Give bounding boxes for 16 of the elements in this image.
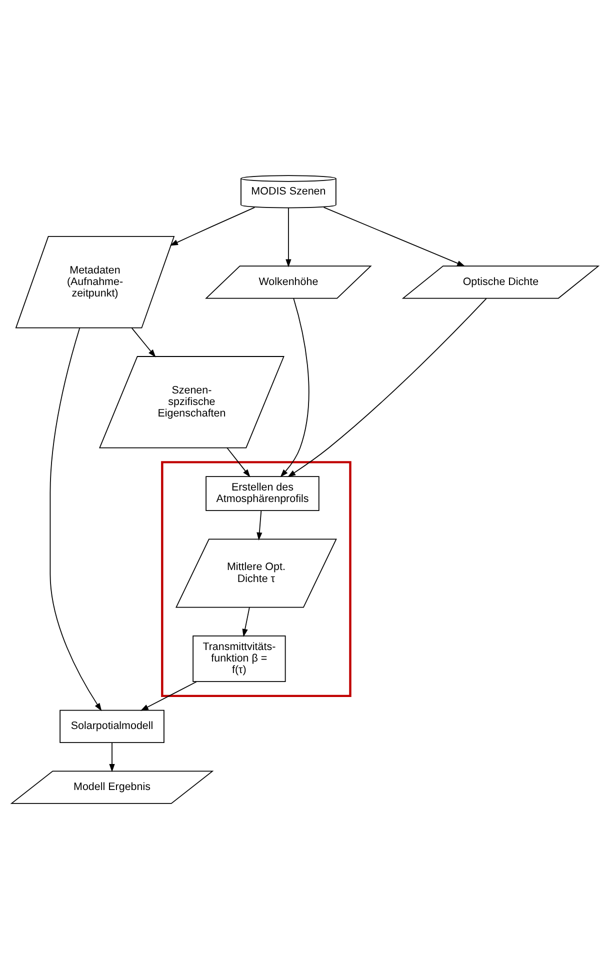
arrow: [131, 327, 156, 357]
arrow: [288, 298, 487, 477]
node-box: Erstellen des Atmosphärenprofils: [206, 476, 320, 510]
arrow: [109, 742, 115, 772]
arrow: [242, 606, 250, 637]
node-box: Transmittvitäts- funktion β = f(τ): [192, 634, 286, 682]
arrow: [170, 206, 256, 246]
arrow: [226, 446, 250, 477]
arrow: [50, 326, 102, 711]
arrow: [323, 206, 466, 266]
arrow: [280, 297, 310, 477]
arrow: [140, 680, 197, 710]
arrow: [286, 207, 292, 267]
node-box: Solarpotialmodell: [60, 709, 164, 742]
cluster: [161, 460, 352, 697]
arrow: [256, 510, 262, 540]
